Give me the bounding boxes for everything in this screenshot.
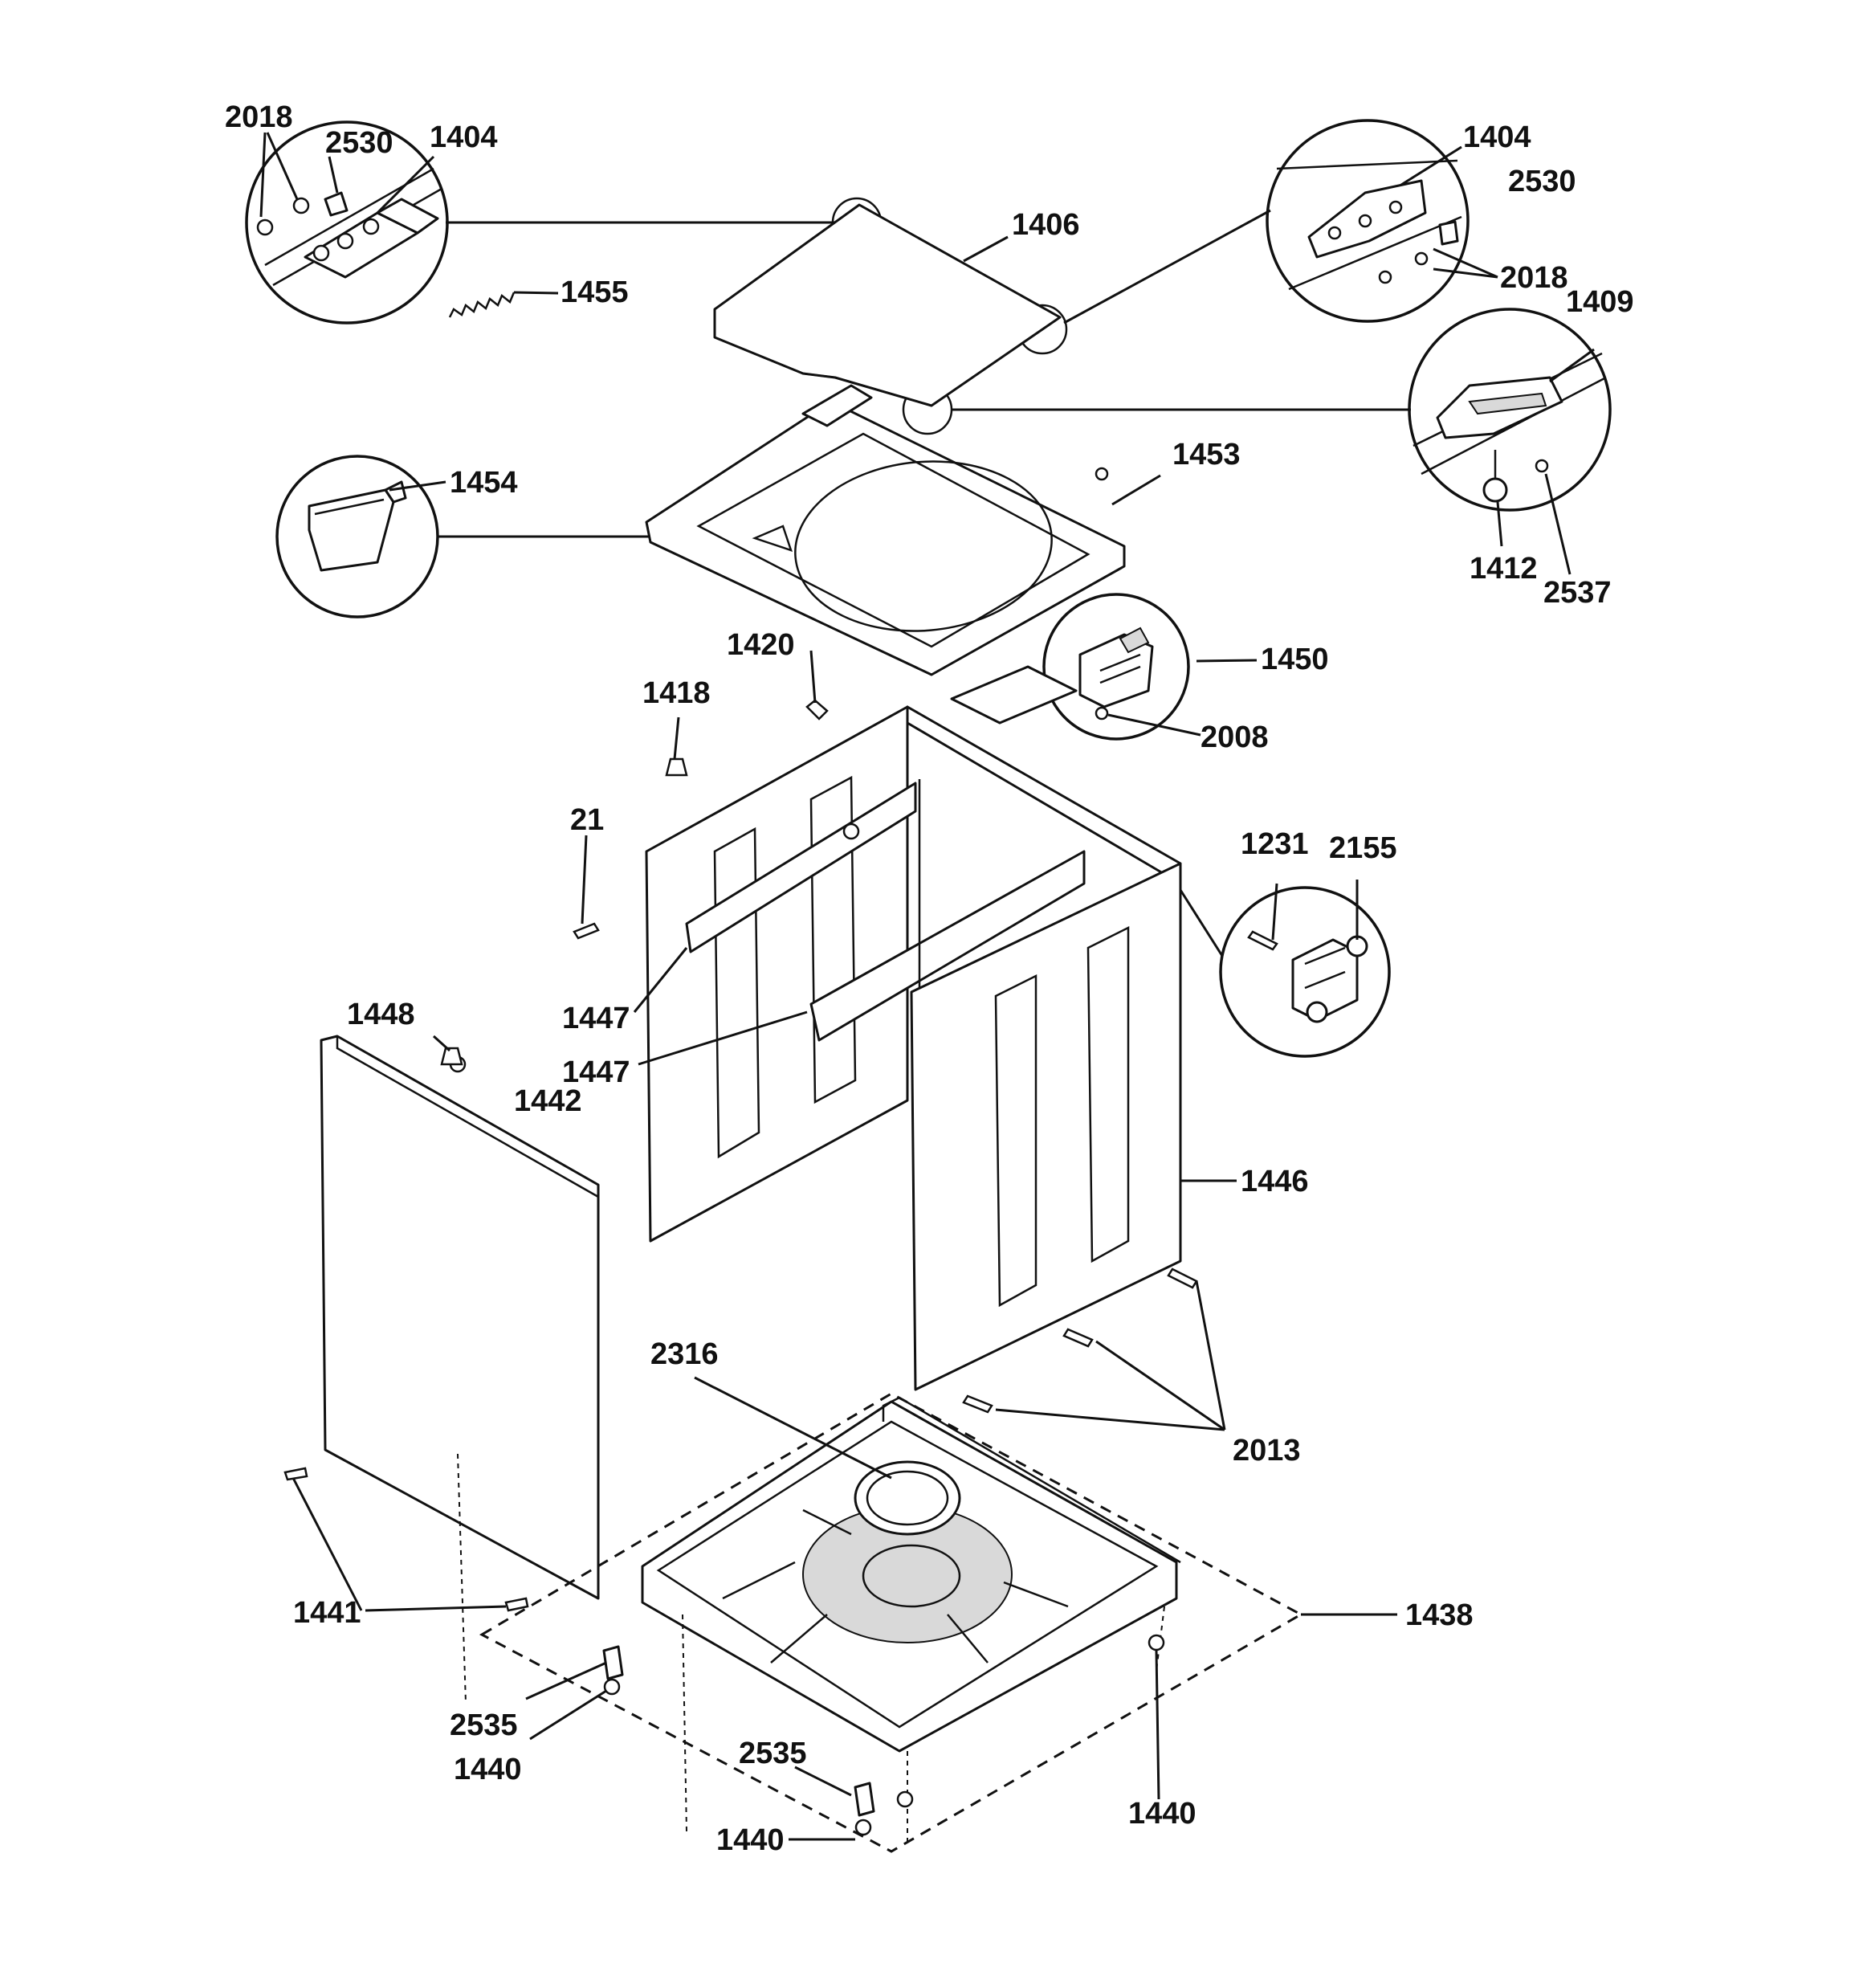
label-1438: 1438 [1405, 1598, 1474, 1632]
label-1441: 1441 [293, 1596, 361, 1630]
label-1409: 1409 [1566, 285, 1634, 319]
label-1447-lower: 1447 [562, 1055, 630, 1089]
label-21: 21 [570, 803, 604, 837]
label-2316: 2316 [650, 1337, 719, 1371]
base-dashed-outline [457, 1392, 1304, 1853]
detail-hinge-right [1266, 119, 1470, 323]
label-2535-left: 2535 [450, 1708, 518, 1742]
spring-1455 [448, 292, 516, 318]
label-2530-left: 2530 [325, 126, 393, 160]
lid-1406 [713, 203, 1062, 407]
label-2018-left: 2018 [225, 100, 293, 134]
label-2155: 2155 [1329, 831, 1397, 865]
label-2013: 2013 [1233, 1434, 1301, 1468]
label-1440-bottom: 1440 [716, 1823, 785, 1857]
label-1440-left: 1440 [454, 1753, 522, 1786]
label-1447-upper: 1447 [562, 1002, 630, 1035]
label-1412: 1412 [1470, 552, 1538, 586]
label-1454: 1454 [450, 466, 518, 500]
fasteners [283, 467, 1198, 1836]
label-1442: 1442 [514, 1084, 582, 1118]
label-1404-right: 1404 [1463, 120, 1531, 154]
label-2535-bottom: 2535 [739, 1737, 807, 1770]
front-panel-1446 [910, 862, 1182, 1391]
label-2530-right: 2530 [1508, 165, 1576, 198]
top-cover-1453 [645, 384, 1126, 725]
label-1418: 1418 [642, 676, 711, 710]
label-1440-right: 1440 [1128, 1797, 1196, 1831]
label-1450: 1450 [1261, 643, 1329, 676]
cabinet-rear-panel [645, 705, 1182, 1243]
label-2008: 2008 [1201, 720, 1269, 754]
label-1406: 1406 [1012, 208, 1080, 242]
label-1420: 1420 [727, 628, 795, 662]
label-2537: 2537 [1543, 576, 1612, 610]
label-1455: 1455 [561, 276, 629, 309]
detail-lid-switch-1450 [1042, 593, 1190, 741]
label-1446: 1446 [1241, 1165, 1309, 1198]
label-leaders [259, 132, 1595, 1841]
label-1231: 1231 [1241, 827, 1309, 861]
detail-hinge-left [245, 120, 449, 325]
label-1448: 1448 [347, 998, 415, 1031]
part-labels: 2018 2530 1404 1455 1406 1404 2530 2018 … [225, 100, 1634, 1857]
connector-lines [438, 197, 1411, 957]
label-2018-right: 2018 [1500, 261, 1568, 295]
label-1404-left: 1404 [430, 120, 498, 154]
detail-dispenser-1454 [275, 455, 439, 618]
label-1453: 1453 [1172, 438, 1241, 471]
detail-strike-1409 [1408, 308, 1612, 512]
base-1438 [641, 1396, 1181, 1753]
detail-water-valve-2155 [1219, 886, 1391, 1058]
